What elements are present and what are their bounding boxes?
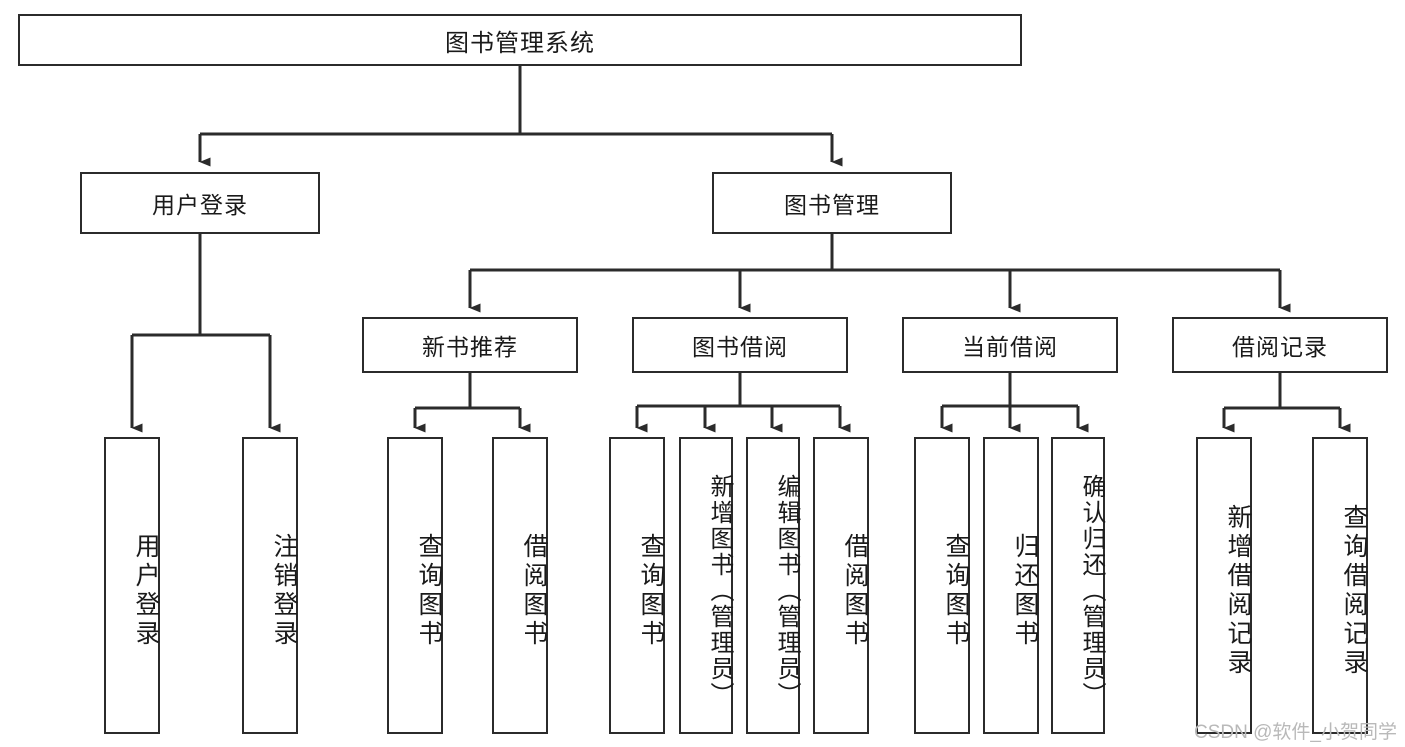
node-label: 注销登录 — [270, 532, 298, 649]
leaf-user-login-login[interactable]: 用户登录 — [104, 437, 160, 734]
node-label: 新增图书（管理员） — [706, 473, 733, 708]
leaf-current-borrow-query-book[interactable]: 查询图书 — [914, 437, 970, 734]
node-label: 新书推荐 — [422, 334, 518, 360]
leaf-borrow-record-add-record[interactable]: 新增借阅记录 — [1196, 437, 1252, 734]
node-book-management[interactable]: 图书管理 — [712, 172, 952, 234]
leaf-current-borrow-confirm-return-admin[interactable]: 确认归还（管理员） — [1051, 437, 1105, 734]
csdn-watermark: CSDN @软件_小贺同学 — [1194, 722, 1397, 743]
leaf-book-borrow-edit-book-admin[interactable]: 编辑图书（管理员） — [746, 437, 800, 734]
node-label: 借阅图书 — [520, 532, 548, 649]
leaf-new-book-query-book[interactable]: 查询图书 — [387, 437, 443, 734]
node-label: 确认归还（管理员） — [1078, 473, 1105, 708]
node-label: 当前借阅 — [962, 334, 1058, 360]
node-label: 借阅图书 — [841, 532, 869, 649]
leaf-current-borrow-return-book[interactable]: 归还图书 — [983, 437, 1039, 734]
node-label: 图书管理系统 — [445, 29, 595, 57]
node-label: 归还图书 — [1011, 532, 1039, 649]
node-current-borrow[interactable]: 当前借阅 — [902, 317, 1118, 373]
leaf-new-book-borrow-book[interactable]: 借阅图书 — [492, 437, 548, 734]
leaf-book-borrow-borrow-book[interactable]: 借阅图书 — [813, 437, 869, 734]
node-label: 用户登录 — [152, 192, 248, 218]
node-label: 新增借阅记录 — [1224, 503, 1252, 678]
node-label: 用户登录 — [132, 532, 160, 649]
node-label: 图书管理 — [784, 192, 880, 218]
node-borrow-record[interactable]: 借阅记录 — [1172, 317, 1388, 373]
node-label: 查询图书 — [942, 532, 970, 649]
node-new-book-recommend[interactable]: 新书推荐 — [362, 317, 578, 373]
leaf-book-borrow-query-book[interactable]: 查询图书 — [609, 437, 665, 734]
node-book-borrow[interactable]: 图书借阅 — [632, 317, 848, 373]
leaf-user-login-logout[interactable]: 注销登录 — [242, 437, 298, 734]
leaf-book-borrow-add-book-admin[interactable]: 新增图书（管理员） — [679, 437, 733, 734]
node-user-login[interactable]: 用户登录 — [80, 172, 320, 234]
node-label: 编辑图书（管理员） — [773, 473, 800, 708]
node-label: 查询图书 — [415, 532, 443, 649]
node-label: 查询图书 — [637, 532, 665, 649]
leaf-borrow-record-query-record[interactable]: 查询借阅记录 — [1312, 437, 1368, 734]
node-label: 查询借阅记录 — [1340, 503, 1368, 678]
node-label: 图书借阅 — [692, 334, 788, 360]
node-label: 借阅记录 — [1232, 334, 1328, 360]
node-root-book-management-system[interactable]: 图书管理系统 — [18, 14, 1022, 66]
